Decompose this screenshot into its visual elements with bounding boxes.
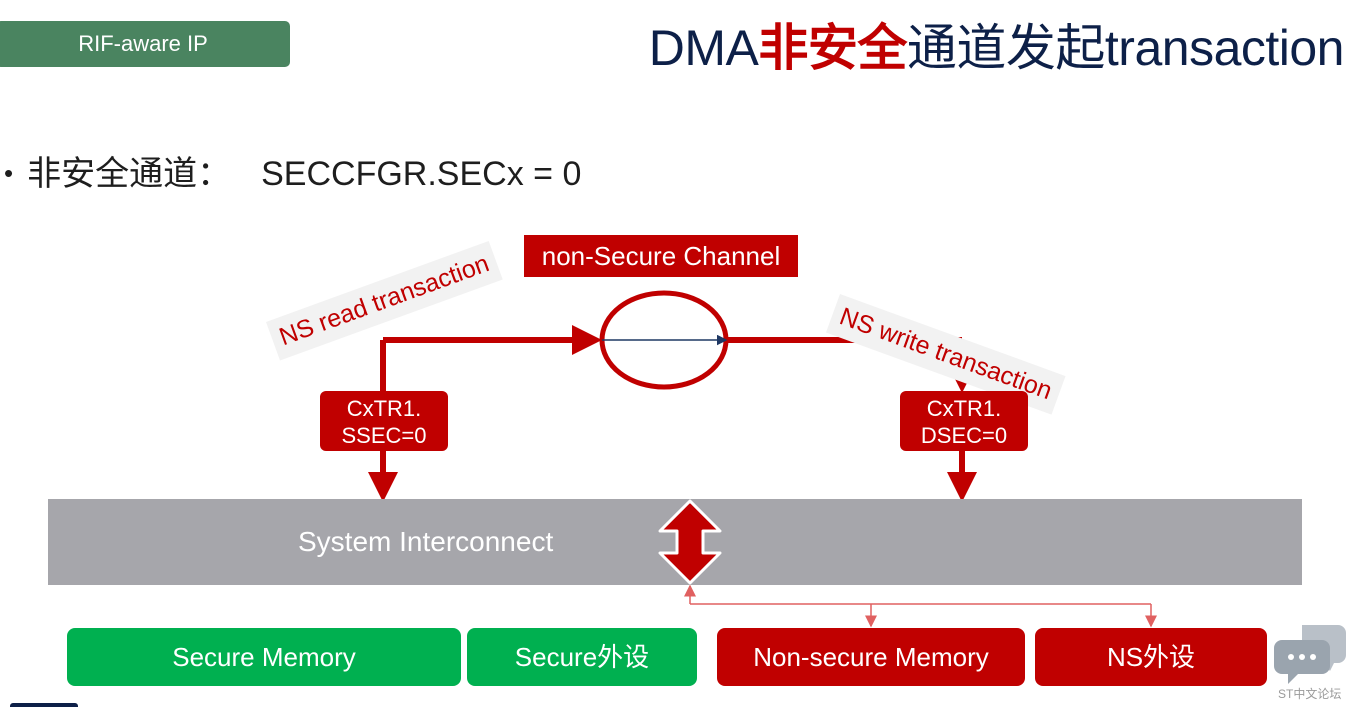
write-register-box: CxTR1. DSEC=0 [900,391,1028,451]
target-nonsecure-memory: Non-secure Memory [717,628,1025,686]
target-secure-peripheral: Secure外设 [467,628,697,686]
read-register-line2: SSEC=0 [341,423,427,448]
target-secure-memory: Secure Memory [67,628,461,686]
write-register-line2: DSEC=0 [920,423,1008,448]
write-register-line1: CxTR1. [926,396,1002,421]
system-interconnect-bar [48,499,1302,585]
title-suffix: 通道发起transaction [906,20,1345,76]
read-register-box: CxTR1. SSEC=0 [320,391,448,451]
bullet-formula: SECCFGR.SECx = 0 [261,155,582,193]
title-highlight: 非安全 [758,20,907,76]
slide-title: DMA非安全通道发起transaction [648,8,1345,80]
target-ns-peripheral: NS外设 [1035,628,1267,686]
chat-bubbles-icon [1274,625,1346,684]
title-prefix: DMA [648,20,759,76]
section-tag: RIF-aware IP [0,21,290,67]
corner-decoration [10,703,78,707]
bullet-point: • 非安全通道： SECCFGR.SECx = 0 [4,146,581,195]
bullet-icon: • [4,158,14,188]
system-interconnect-label: System Interconnect [298,526,554,557]
channel-label: non-Secure Channel [524,235,798,277]
bullet-label: 非安全通道： [27,155,232,193]
read-register-line1: CxTR1. [346,396,422,421]
watermark-text: ST中文论坛 [1278,687,1342,701]
